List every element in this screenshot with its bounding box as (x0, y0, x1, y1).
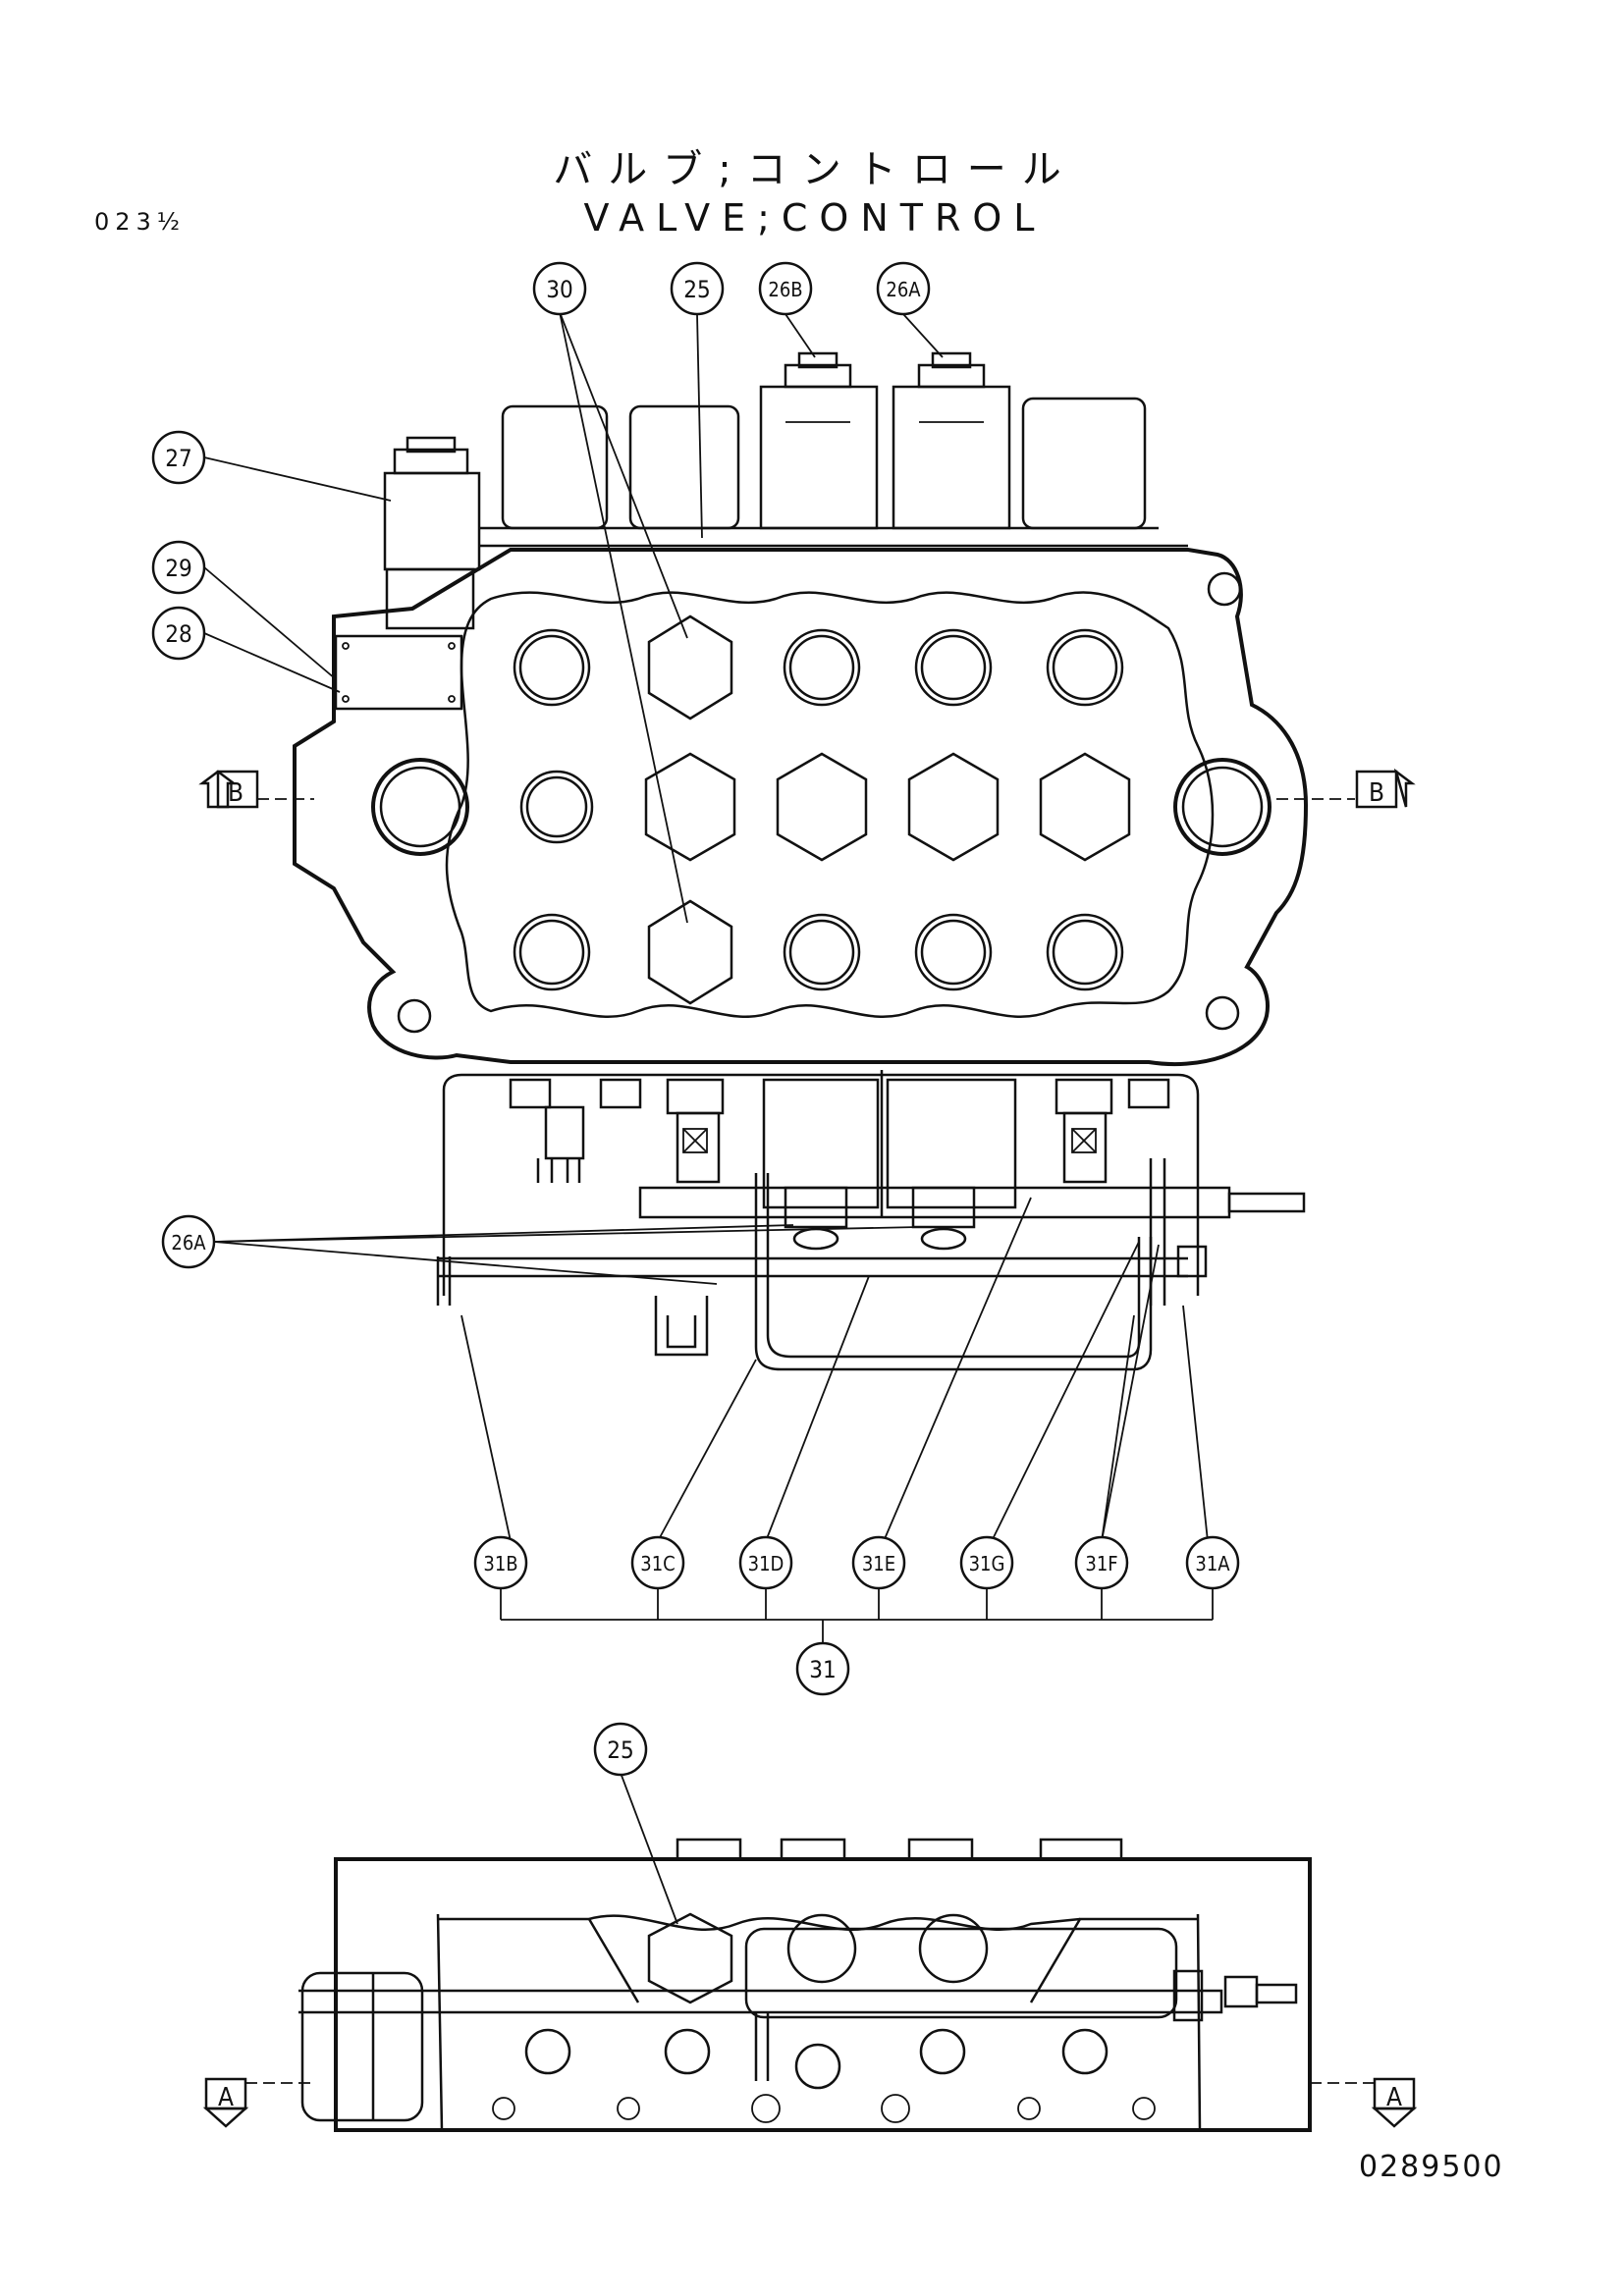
svg-text:26B: 26B (768, 278, 802, 301)
svg-text:31A: 31A (1195, 1552, 1230, 1575)
svg-text:29: 29 (165, 555, 191, 582)
svg-text:25: 25 (607, 1736, 633, 1764)
svg-text:B: B (228, 778, 243, 808)
svg-text:31G: 31G (969, 1552, 1005, 1575)
svg-text:A: A (1386, 2083, 1402, 2112)
svg-text:27: 27 (165, 445, 191, 472)
callout-26a: 26A (876, 261, 944, 358)
svg-text:31D: 31D (748, 1552, 784, 1575)
callout-31f: 31F (1074, 1535, 1129, 1590)
svg-text:A: A (218, 2083, 234, 2112)
callout-29: 29 (151, 540, 337, 680)
drawing-number: 0289500 (1359, 2150, 1504, 2184)
section-mark-b-right: B (1276, 768, 1416, 809)
valve-side-view (298, 1838, 1312, 2132)
callout-31g: 31G (959, 1535, 1014, 1590)
svg-text:31B: 31B (483, 1552, 517, 1575)
callout-26a-lower: 26A (161, 1214, 920, 1285)
callout-31-group (460, 1197, 1214, 1645)
title-japanese: バルブ;コントロール (553, 147, 1077, 192)
callout-27: 27 (151, 430, 392, 502)
callout-31b: 31B (473, 1535, 528, 1590)
svg-text:31C: 31C (640, 1552, 675, 1575)
svg-text:31F: 31F (1085, 1552, 1117, 1575)
callout-31a: 31A (1185, 1535, 1240, 1590)
callout-25-bottom: 25 (593, 1722, 678, 1925)
callout-30: 30 (532, 261, 688, 924)
valve-body-top-view (293, 351, 1309, 1067)
section-mark-a-right: A (1310, 2077, 1418, 2128)
svg-text:28: 28 (165, 620, 191, 648)
svg-text:26A: 26A (171, 1231, 206, 1255)
svg-text:30: 30 (546, 276, 572, 303)
callout-31d: 31D (738, 1535, 793, 1590)
callout-31e: 31E (851, 1535, 906, 1590)
callout-28: 28 (151, 606, 341, 693)
section-mark-b-left: B (198, 770, 314, 809)
svg-text:26A: 26A (886, 278, 921, 301)
title-english: VALVE;CONTROL (583, 196, 1047, 240)
svg-text:25: 25 (683, 276, 710, 303)
svg-text:31E: 31E (862, 1552, 895, 1575)
callout-31c: 31C (630, 1535, 685, 1590)
page-reference: 023½ (94, 208, 187, 236)
section-mark-a-left: A (202, 2077, 314, 2128)
linkage-assembly (436, 1070, 1306, 1371)
callout-31: 31 (795, 1641, 850, 1696)
svg-text:B: B (1369, 778, 1384, 808)
callout-25: 25 (670, 261, 725, 539)
svg-text:31: 31 (809, 1656, 836, 1683)
callout-26b: 26B (758, 261, 816, 358)
